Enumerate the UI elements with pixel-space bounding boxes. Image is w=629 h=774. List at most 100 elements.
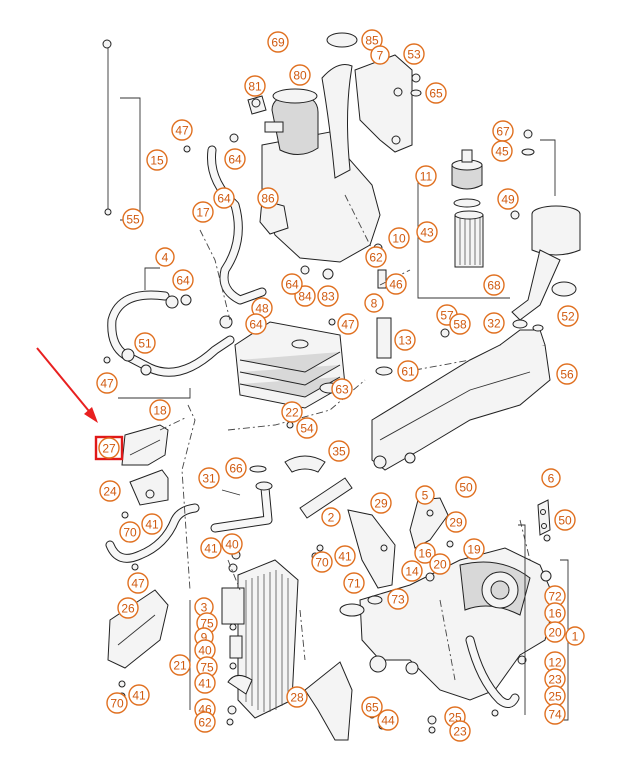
callout-86: 86: [257, 187, 279, 209]
callout-62: 62: [194, 711, 216, 733]
callout-55: 55: [122, 208, 144, 230]
highlight-box: [94, 435, 124, 461]
callout-circle: [343, 572, 365, 594]
callout-23: 23: [544, 668, 566, 690]
callout-65: 65: [425, 82, 447, 104]
callout-number: 45: [495, 145, 509, 159]
callout-circle: [429, 553, 451, 575]
callout-circle: [403, 43, 425, 65]
callout-number: 41: [198, 677, 212, 691]
callout-73: 73: [387, 588, 409, 610]
callout-62: 62: [365, 246, 387, 268]
callout-circle: [127, 572, 149, 594]
callout-circle: [281, 401, 303, 423]
bracket-5-illustration: [409, 497, 449, 549]
callout-number: 65: [365, 701, 379, 715]
callout-circle: [556, 363, 578, 385]
callout-number: 85: [365, 34, 379, 48]
callout-number: 25: [548, 690, 562, 704]
callout-41: 41: [128, 684, 150, 706]
callout-35: 35: [328, 440, 350, 462]
callout-circle: [425, 82, 447, 104]
callout-number: 23: [548, 673, 562, 687]
callout-number: 50: [558, 514, 572, 528]
callout-circle: [99, 480, 121, 502]
callout-54: 54: [296, 417, 318, 439]
callout-13: 13: [394, 329, 416, 351]
callout-circle: [286, 686, 308, 708]
callout-circle: [134, 332, 156, 354]
lower-hose-illustration: [105, 503, 200, 571]
callout-circle: [98, 437, 120, 459]
callout-12: 12: [544, 651, 566, 673]
callout-32: 32: [483, 312, 505, 334]
bracket-27-illustration: [121, 424, 169, 466]
callout-number: 49: [501, 193, 515, 207]
callout-number: 62: [369, 251, 383, 265]
callout-number: 86: [261, 192, 275, 206]
callout-27: 27: [98, 437, 120, 459]
callout-64: 64: [172, 269, 194, 291]
callout-circle: [416, 221, 438, 243]
callout-circle: [370, 45, 390, 65]
callout-58: 58: [449, 313, 471, 335]
callout-circle: [401, 560, 423, 582]
callout-circle: [463, 538, 485, 560]
callout-number: 64: [249, 318, 263, 332]
callout-circle: [200, 537, 222, 559]
callout-number: 67: [496, 125, 510, 139]
callout-number: 19: [467, 543, 481, 557]
callout-number: 14: [405, 565, 419, 579]
callout-circle: [544, 621, 566, 643]
callout-circle: [415, 165, 437, 187]
callout-50: 50: [554, 509, 576, 531]
callout-41: 41: [194, 672, 216, 694]
callout-64: 64: [224, 148, 246, 170]
callout-circle: [146, 149, 168, 171]
callout-66: 66: [225, 457, 247, 479]
callout-47: 47: [171, 119, 193, 141]
callout-number: 16: [418, 547, 432, 561]
callout-20: 20: [429, 553, 451, 575]
callout-circle: [541, 468, 561, 488]
callout-number: 51: [138, 337, 152, 351]
callout-number: 73: [391, 593, 405, 607]
callout-number: 22: [285, 406, 299, 420]
callout-circle: [449, 313, 471, 335]
callout-number: 50: [459, 481, 473, 495]
callout-68: 68: [483, 274, 505, 296]
turbo-manifold-illustration: [118, 534, 556, 734]
callout-number: 3: [201, 601, 208, 615]
callout-71: 71: [343, 572, 365, 594]
callout-number: 5: [422, 489, 429, 503]
callout-43: 43: [416, 221, 438, 243]
callout-56: 56: [556, 363, 578, 385]
callout-10: 10: [388, 227, 410, 249]
callout-number: 20: [433, 558, 447, 572]
part-illustrations: [102, 32, 581, 741]
callout-23: 23: [449, 720, 471, 742]
callout-17: 17: [192, 201, 214, 223]
callout-circle: [296, 417, 318, 439]
callout-circle: [244, 75, 266, 97]
callout-41: 41: [334, 545, 356, 567]
callout-29: 29: [445, 511, 467, 533]
callout-number: 9: [201, 631, 208, 645]
callout-45: 45: [491, 140, 513, 162]
callout-number: 83: [321, 290, 335, 304]
cover-29-illustration: [347, 509, 396, 589]
callout-circle: [334, 545, 356, 567]
callout-number: 61: [401, 365, 415, 379]
callout-47: 47: [337, 313, 359, 335]
callout-circle: [364, 293, 384, 313]
callout-15: 15: [146, 149, 168, 171]
pipe-31-illustration: [210, 465, 273, 533]
callout-70: 70: [119, 521, 141, 543]
callout-72: 72: [544, 585, 566, 607]
callout-number: 63: [335, 383, 349, 397]
callout-5: 5: [415, 485, 435, 505]
callout-number: 55: [126, 213, 140, 227]
callout-circle: [96, 372, 118, 394]
callout-circle: [370, 492, 392, 514]
